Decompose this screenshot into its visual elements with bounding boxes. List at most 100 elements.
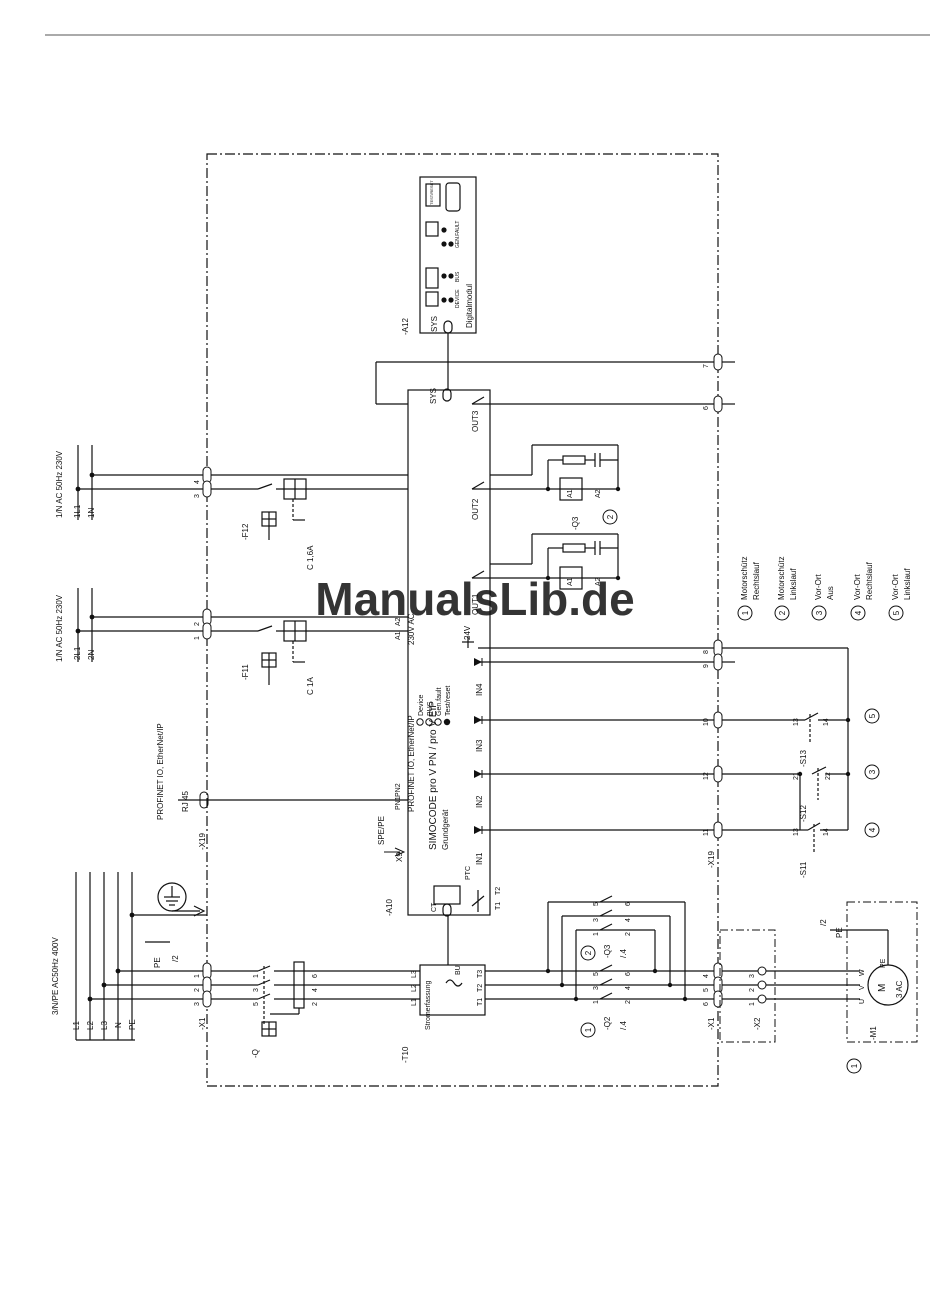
m1-pin: V bbox=[859, 985, 866, 990]
reversing-contactors bbox=[547, 895, 686, 1000]
supply-three-phase-label: 3/N/PE AC50Hz 400V bbox=[51, 937, 60, 1015]
m1-pin: PE bbox=[880, 958, 887, 968]
f11-label: -F11 bbox=[241, 664, 250, 680]
supply-single-mid-dots bbox=[75, 614, 95, 634]
a12-bus: BUS bbox=[455, 271, 461, 282]
x1-right-pin: 5 bbox=[703, 988, 710, 992]
contactor-pin: 3 bbox=[593, 986, 600, 990]
a10-led-label: Gen.fault bbox=[436, 688, 443, 716]
q-pin: 1 bbox=[253, 974, 260, 978]
svg-text:1: 1 bbox=[741, 610, 750, 615]
contactor-pin: 2 bbox=[625, 932, 632, 936]
m1-type: 3 AC bbox=[895, 980, 904, 998]
a10-inputs bbox=[462, 636, 720, 831]
ref-num: 4 bbox=[868, 827, 877, 832]
ref-num: 3 bbox=[868, 769, 877, 774]
q3-contactor-label: -Q3 bbox=[603, 944, 612, 958]
a10-pin: A1 bbox=[395, 631, 402, 640]
coil-pin: A2 bbox=[595, 489, 602, 498]
supply-single-top-label: 1/N AC 50Hz 230V bbox=[55, 450, 64, 518]
a12-label: -A12 bbox=[401, 318, 410, 335]
supply-single-top bbox=[77, 445, 207, 520]
svg-text:Linkslauf: Linkslauf bbox=[789, 568, 798, 600]
q-pin: 3 bbox=[253, 988, 260, 992]
input-label: IN4 bbox=[475, 683, 484, 696]
switch-pin: 14 bbox=[823, 828, 830, 836]
line-label: 1N bbox=[87, 508, 96, 518]
q-pin: 6 bbox=[312, 974, 319, 978]
svg-text:Vor-Ort: Vor-Ort bbox=[891, 573, 900, 600]
output-label: OUT3 bbox=[471, 410, 480, 432]
a10-24v-pin: 24V bbox=[463, 625, 472, 640]
x19-right-pin: 6 bbox=[703, 406, 710, 410]
svg-text:Rechtslauf: Rechtslauf bbox=[752, 561, 761, 600]
line-label: L1 bbox=[72, 1021, 81, 1030]
x19-right-pin: 9 bbox=[703, 664, 710, 668]
breaker-q bbox=[211, 961, 420, 1037]
line-label: 2N bbox=[87, 650, 96, 660]
switch-pin: 13 bbox=[793, 718, 800, 726]
a10-pin: PN2 bbox=[395, 783, 402, 797]
current-transformer-t10 bbox=[419, 915, 720, 1016]
m1-label: -M1 bbox=[869, 1026, 878, 1040]
input-label: IN1 bbox=[475, 852, 484, 865]
spe-pe-arrow-icon bbox=[394, 847, 406, 857]
q2-label: -Q2 bbox=[603, 1016, 612, 1030]
contactor-pin: 5 bbox=[593, 972, 600, 976]
a10-pin: T1 bbox=[495, 902, 502, 910]
x19-right-pin: 7 bbox=[703, 364, 710, 368]
t10-name: Stromerfassung bbox=[425, 980, 432, 1030]
svg-text:3: 3 bbox=[815, 610, 824, 615]
rj45-connector bbox=[199, 791, 209, 809]
line-label: L2 bbox=[86, 1021, 95, 1030]
x19-right-label: -X19 bbox=[707, 851, 716, 868]
contactor-pin: 4 bbox=[625, 986, 632, 990]
field-dots bbox=[797, 717, 851, 777]
contactor-pin: 1 bbox=[593, 932, 600, 936]
x19-pin: 4 bbox=[194, 480, 201, 484]
svg-text:Linkslauf: Linkslauf bbox=[903, 568, 912, 600]
svg-text:Vor-Ort: Vor-Ort bbox=[814, 573, 823, 600]
x19-right-pin: 10 bbox=[703, 718, 710, 726]
q2-ref: /.4 bbox=[619, 1021, 628, 1030]
coil-pin: A2 bbox=[595, 577, 602, 586]
ref-num: 5 bbox=[868, 713, 877, 718]
a12-testreset: TEST/RESET bbox=[429, 180, 434, 205]
supply-single-mid bbox=[77, 588, 207, 662]
coil-pin: A1 bbox=[567, 489, 574, 498]
t10-label: -T10 bbox=[401, 1046, 410, 1063]
t10-pin: L1 bbox=[411, 998, 418, 1006]
t10-bu: BU bbox=[455, 965, 462, 975]
pe-label: PE bbox=[153, 957, 162, 968]
a12-sys: SYS bbox=[430, 316, 439, 332]
line-label: N bbox=[114, 1022, 123, 1028]
contactor-pin: 3 bbox=[593, 918, 600, 922]
a10-pin: CT bbox=[431, 902, 438, 912]
svg-text:4: 4 bbox=[854, 610, 863, 615]
line-label: PE bbox=[128, 1019, 137, 1030]
contactor-pin: 1 bbox=[593, 1000, 600, 1004]
rj45-label: RJ 45 bbox=[181, 791, 190, 812]
terminal-strip-left bbox=[202, 466, 212, 1008]
a10-pin: PN1 bbox=[395, 796, 402, 810]
line-label: L3 bbox=[100, 1021, 109, 1030]
x1-pin: 2 bbox=[194, 988, 201, 992]
x19-pin: 1 bbox=[194, 636, 201, 640]
contactor-pin: 6 bbox=[625, 972, 632, 976]
supply-three-phase bbox=[75, 872, 207, 1041]
supply-single-mid-label: 1/N AC 50Hz 230V bbox=[55, 594, 64, 662]
x1-label: -X1 bbox=[198, 1017, 207, 1030]
q3-coil-dots bbox=[545, 486, 621, 581]
contactor-pin: 2 bbox=[625, 1000, 632, 1004]
x19-right-pin: 8 bbox=[703, 650, 710, 654]
ref-num: 2 bbox=[606, 514, 615, 519]
x19-right-pin: 12 bbox=[703, 772, 710, 780]
q-pin: 4 bbox=[312, 988, 319, 992]
a12-genfault: GEN.FAULT bbox=[455, 221, 461, 248]
switch-pin: 21 bbox=[793, 772, 800, 780]
ref-num: 1 bbox=[584, 1027, 593, 1032]
x2-pin: 2 bbox=[749, 988, 756, 992]
x2-label: -X2 bbox=[753, 1017, 762, 1030]
a10-label: -A10 bbox=[385, 899, 394, 916]
